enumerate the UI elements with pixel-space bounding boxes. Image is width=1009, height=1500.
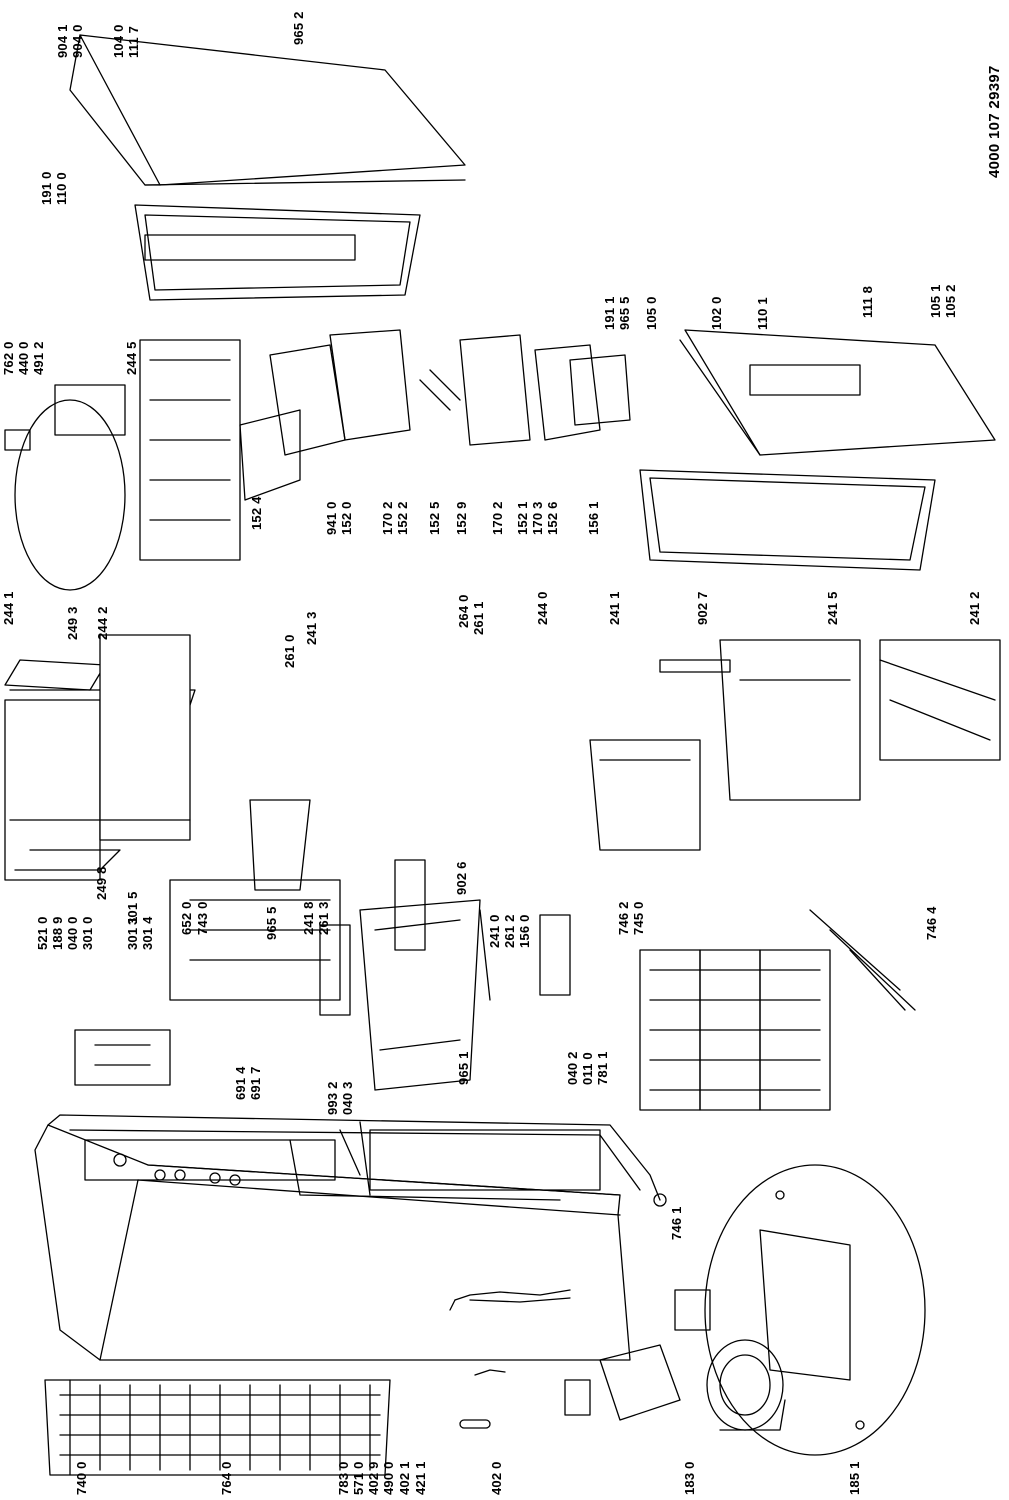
part-label: 191 1 (602, 296, 617, 330)
part-label: 152 1 (515, 501, 530, 535)
part-label: 111 7 (126, 25, 141, 58)
part-label: 152 5 (427, 501, 442, 535)
part-label: 249 3 (65, 606, 80, 640)
part-label: 170 3 (530, 501, 545, 535)
part-label: 244 5 (124, 341, 139, 375)
part-label: 904 1 (55, 24, 70, 58)
part-label: 264 0 (456, 594, 471, 628)
part-label: 902 7 (695, 591, 710, 625)
part-label: 170 2 (380, 501, 395, 535)
part-label: 244 1 (1, 591, 16, 625)
part-label: 781 1 (595, 1051, 610, 1085)
part-label: 152 6 (545, 501, 560, 535)
part-label: 764 0 (219, 1461, 234, 1495)
part-label: 111 8 (860, 285, 875, 318)
part-label: 191 0 (39, 171, 54, 205)
part-label: 156 0 (517, 914, 532, 948)
part-label: 040 2 (565, 1051, 580, 1085)
part-label: 571 0 (351, 1461, 366, 1495)
part-label: 440 0 (16, 341, 31, 375)
part-label: 490 0 (381, 1461, 396, 1495)
part-label: 745 0 (631, 901, 646, 935)
part-label: 743 0 (195, 901, 210, 935)
part-label: 965 1 (456, 1051, 471, 1085)
compressor-drawing (565, 1165, 925, 1455)
part-label: 110 0 (54, 172, 69, 205)
glass-shelves-drawing (5, 635, 195, 880)
part-label: 421 1 (413, 1461, 428, 1495)
part-label: 746 1 (669, 1206, 684, 1240)
part-label: 185 1 (847, 1461, 862, 1495)
evaporator-grids-drawing (640, 910, 915, 1110)
document-number: 4000 107 29397 (986, 65, 1003, 178)
part-label: 746 4 (924, 906, 939, 940)
part-label: 102 0 (709, 296, 724, 330)
part-label: 040 3 (340, 1081, 355, 1115)
part-label: 261 3 (316, 901, 331, 935)
part-label: 156 1 (586, 501, 601, 535)
part-label: 941 0 (324, 501, 339, 535)
part-label: 521 0 (35, 916, 50, 950)
part-label: 652 0 (179, 901, 194, 935)
part-label: 301 4 (140, 916, 155, 950)
part-label: 965 2 (291, 11, 306, 45)
part-label: 105 1 (928, 284, 943, 318)
part-label: 301 0 (80, 916, 95, 950)
fan-evaporator-drawing (5, 340, 240, 590)
door-liner-parts-drawing (75, 800, 570, 1090)
part-label: 244 0 (535, 591, 550, 625)
part-label: 261 1 (471, 601, 486, 635)
part-label: 740 0 (74, 1461, 89, 1495)
part-label: 491 2 (31, 341, 46, 375)
part-label: 105 0 (644, 296, 659, 330)
part-label: 261 2 (502, 914, 517, 948)
part-label: 261 0 (282, 634, 297, 668)
part-label: 902 6 (454, 861, 469, 895)
part-label: 110 1 (755, 297, 770, 330)
part-label: 402 0 (489, 1461, 504, 1495)
part-label: 011 0 (580, 1052, 595, 1085)
part-label: 104 0 (111, 24, 126, 58)
part-label: 241 2 (967, 591, 982, 625)
fridge-door-drawing (70, 35, 465, 300)
part-label: 904 0 (70, 24, 85, 58)
part-label: 152 0 (339, 501, 354, 535)
part-label: 965 5 (264, 906, 279, 940)
part-label: 241 0 (487, 914, 502, 948)
part-label: 152 9 (454, 501, 469, 535)
part-label: 783 0 (336, 1461, 351, 1495)
part-label: 402 9 (366, 1461, 381, 1495)
part-label: 301 1 (125, 916, 140, 950)
condenser-drawing (45, 1370, 505, 1475)
part-label: 762 0 (1, 341, 16, 375)
part-label: 746 2 (616, 901, 631, 935)
part-label: 249 8 (94, 866, 109, 900)
part-label: 241 8 (301, 901, 316, 935)
part-label: 241 5 (825, 591, 840, 625)
part-label: 965 5 (617, 296, 632, 330)
part-label: 105 2 (943, 284, 958, 318)
part-label: 152 4 (249, 496, 264, 530)
door-balconies-drawing (240, 330, 630, 500)
part-label: 244 2 (95, 606, 110, 640)
freezer-door-drawing (640, 330, 995, 570)
part-label: 993 2 (325, 1081, 340, 1115)
part-label: 170 2 (490, 501, 505, 535)
part-label: 040 0 (65, 916, 80, 950)
part-label: 183 0 (682, 1461, 697, 1495)
part-label: 691 7 (248, 1066, 263, 1100)
part-label: 402 1 (397, 1461, 412, 1495)
part-label: 152 2 (395, 501, 410, 535)
cabinet-drawing (35, 1115, 666, 1360)
part-label: 691 4 (233, 1066, 248, 1100)
part-label: 188 9 (50, 916, 65, 950)
part-label: 241 3 (304, 611, 319, 645)
freezer-drawers-drawing (590, 640, 1000, 850)
part-label: 241 1 (607, 591, 622, 625)
